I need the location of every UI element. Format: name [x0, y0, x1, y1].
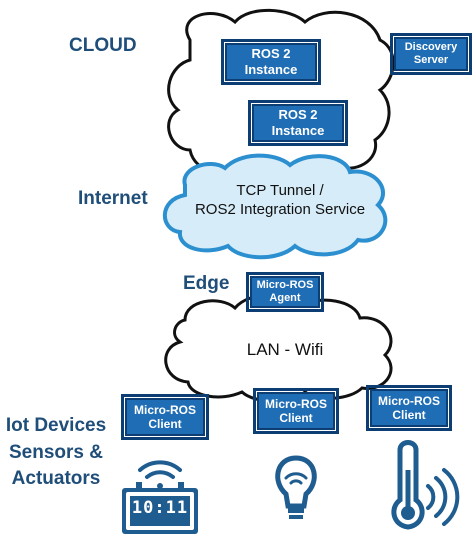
client-3-line-1: Micro-ROS	[377, 393, 440, 408]
internet-cloud-shape	[162, 153, 388, 260]
micro-ros-client-box-3: Micro-ROS Client	[366, 385, 452, 431]
internet-cloud-line-2: ROS2 Integration Service	[194, 200, 366, 218]
discovery-server-box: Discovery Server	[390, 33, 472, 75]
ros2-instance-2-line-2: Instance	[271, 123, 325, 138]
wifi-icon	[138, 460, 182, 489]
thermometer-icon	[391, 440, 460, 530]
ros2-instance-2-line-1: ROS 2	[278, 107, 318, 123]
iot-label-line-2: Sensors &	[9, 441, 103, 463]
cloud-shape	[167, 8, 395, 180]
client-2-line-1: Micro-ROS	[264, 396, 327, 411]
client-3-line-2: Client	[392, 408, 426, 422]
discovery-server-line-2: Server	[413, 54, 449, 66]
micro-ros-client-box-1: Micro-ROS Client	[121, 394, 209, 440]
ros2-instance-1-line-1: ROS 2	[251, 46, 291, 62]
discovery-server-line-1: Discovery	[404, 40, 458, 53]
digital-clock-icon	[122, 482, 198, 534]
ros2-instance-1-line-2: Instance	[244, 62, 298, 77]
lan-wifi-text: LAN - Wifi	[246, 340, 324, 359]
ros2-instance-box-2: ROS 2 Instance	[248, 100, 348, 146]
client-1-line-1: Micro-ROS	[133, 402, 196, 417]
micro-ros-client-box-2: Micro-ROS Client	[253, 388, 339, 434]
smart-bulb-icon	[275, 455, 317, 519]
cloud-label: CLOUD	[69, 35, 137, 56]
agent-line-2: Agent	[269, 292, 301, 304]
agent-line-1: Micro-ROS	[256, 278, 314, 291]
internet-cloud-line-1: TCP Tunnel /	[236, 182, 324, 199]
clock-display: 10:11	[131, 498, 189, 518]
edge-label: Edge	[183, 273, 230, 294]
iot-label-line-3: Actuators	[11, 468, 101, 490]
internet-cloud-text: TCP Tunnel / ROS2 Integration Service	[170, 182, 390, 220]
micro-ros-agent-box: Micro-ROS Agent	[246, 272, 324, 312]
iot-label-line-1: Iot Devices	[5, 415, 107, 436]
iot-label: Iot Devices Sensors & Actuators	[0, 413, 112, 493]
client-1-line-2: Client	[148, 417, 182, 431]
ros2-instance-box-1: ROS 2 Instance	[221, 39, 321, 85]
client-2-line-2: Client	[279, 411, 313, 425]
internet-label: Internet	[78, 188, 148, 209]
